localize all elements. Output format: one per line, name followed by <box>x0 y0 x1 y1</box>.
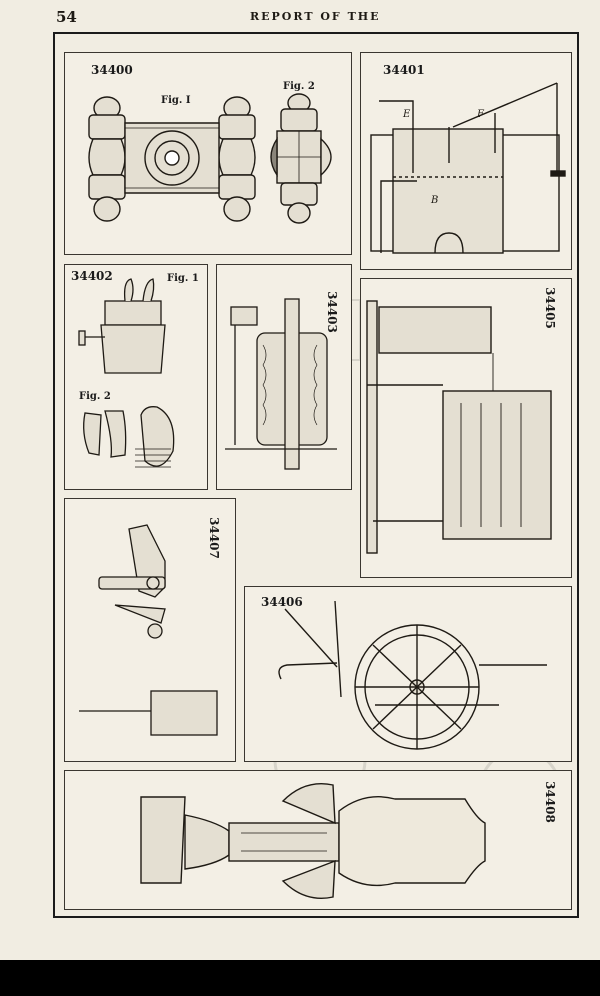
page-number: 54 <box>56 8 77 26</box>
svg-text:B: B <box>430 195 438 206</box>
svg-text:F: F <box>476 109 485 120</box>
patent-panel-34401: 34401 B E F <box>360 52 572 270</box>
patent-panel-34400: 34400 Fig. I Fig. 2 <box>64 52 352 255</box>
drawing-34401: B E F <box>370 82 566 254</box>
patent-panel-34403: 34403 <box>216 264 352 490</box>
drawing-34400 <box>88 93 332 224</box>
figure-label: Fig. I <box>161 95 191 106</box>
svg-text:E: E <box>402 109 411 120</box>
patent-number: 34401 <box>383 63 425 77</box>
figure-label: Fig. 2 <box>79 391 111 402</box>
figure-label: Fig. 1 <box>167 273 199 284</box>
patent-panel-34408: 34408 <box>64 770 572 910</box>
book-page: 54 REPORT OF THE 34400 Fig. I Fig. 2 <box>0 0 600 960</box>
patent-number: 34402 <box>71 269 113 283</box>
patent-number: 34406 <box>261 595 303 609</box>
drawing-34407 <box>79 524 218 736</box>
drawing-34405 <box>366 300 552 554</box>
patent-panel-34407: 34407 <box>64 498 236 762</box>
patent-panel-34405: 34405 <box>360 278 572 578</box>
drawing-34406 <box>278 600 547 750</box>
page-header: 54 REPORT OF THE <box>0 6 600 28</box>
plate-frame <box>53 32 579 918</box>
patent-panel-34406: 34406 <box>244 586 572 762</box>
drawing-34403 <box>225 298 337 470</box>
figure-label: Fig. 2 <box>283 81 315 92</box>
running-head: REPORT OF THE <box>250 10 381 23</box>
patent-panel-34402: 34402 Fig. 1 Fig. 2 <box>64 264 208 490</box>
drawing-34408 <box>140 783 486 899</box>
patent-number: 34400 <box>91 63 133 77</box>
drawing-34402 <box>78 278 175 468</box>
scan-black-border <box>0 960 600 996</box>
